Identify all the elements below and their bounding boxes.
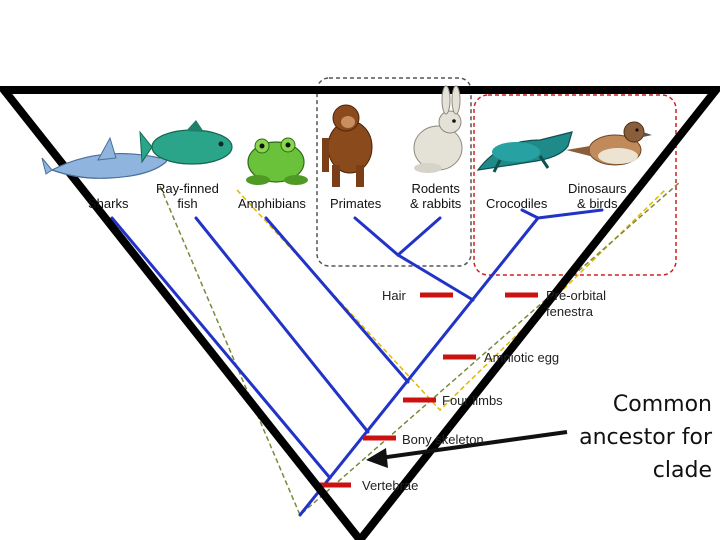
taxon-label-ray-finned-line2: fish [177, 196, 198, 211]
rabbit-icon [413, 85, 463, 173]
trait-label-four-limbs: Four limbs [442, 393, 503, 408]
taxon-label-ray-finned-line1: Ray-finned [156, 181, 219, 196]
branch-sharks [110, 216, 332, 480]
callout-line-3: clade [652, 458, 712, 483]
taxon-label-amphibians: Amphibians [238, 196, 306, 211]
callout-common-ancestor: Common ancestor for clade [579, 388, 712, 487]
branch-ray-finned-fish [194, 216, 370, 434]
tuna-icon [139, 120, 233, 165]
trait-label-amniotic-egg: Amniotic egg [484, 350, 560, 365]
crocodile-icon [476, 131, 573, 173]
trait-label-pre-orbital-fenestra: Pre-orbital fenestra [546, 288, 606, 319]
trait-label-vertebrae: Vertebrae [362, 478, 419, 493]
callout-line-1: Common [612, 392, 712, 417]
branches [110, 208, 604, 517]
branch-mammals [396, 253, 475, 302]
taxon-label-primates: Primates [330, 196, 382, 211]
clade-box-mammals [316, 77, 472, 267]
taxon-label-rodents-line2: & rabbits [410, 196, 462, 211]
branch-rodents [396, 216, 442, 257]
trait-bars [318, 292, 538, 488]
branch-crocodiles [520, 208, 540, 220]
taxon-label-sharks: Sharks [88, 196, 129, 211]
branch-primates [353, 216, 400, 257]
clade-triangle [0, 86, 720, 540]
taxon-label-crocodiles: Crocodiles [486, 196, 548, 211]
branch-amphibians [264, 216, 410, 384]
branch-birds [536, 208, 604, 220]
trait-label-bony-skeleton: Bony skeleton [402, 432, 484, 447]
callout-arrow [366, 430, 568, 468]
frog-icon [246, 137, 308, 185]
taxon-label-ray-finned-fish: Ray-finned fish [156, 181, 219, 211]
taxon-label-dinosaurs-line1: Dinosaurs [568, 181, 627, 196]
taxon-label-dinosaurs-line2: & birds [577, 196, 618, 211]
sparrow-icon [566, 121, 652, 166]
trait-label-hair: Hair [382, 288, 406, 303]
main-trunk [298, 216, 540, 517]
taxon-label-dinosaurs-birds: Dinosaurs & birds [568, 181, 627, 211]
callout-line-2: ancestor for [579, 425, 712, 450]
taxon-label-rodents-rabbits: Rodents & rabbits [410, 181, 461, 211]
chimp-icon [322, 104, 373, 187]
taxon-label-rodents-line1: Rodents [411, 181, 460, 196]
